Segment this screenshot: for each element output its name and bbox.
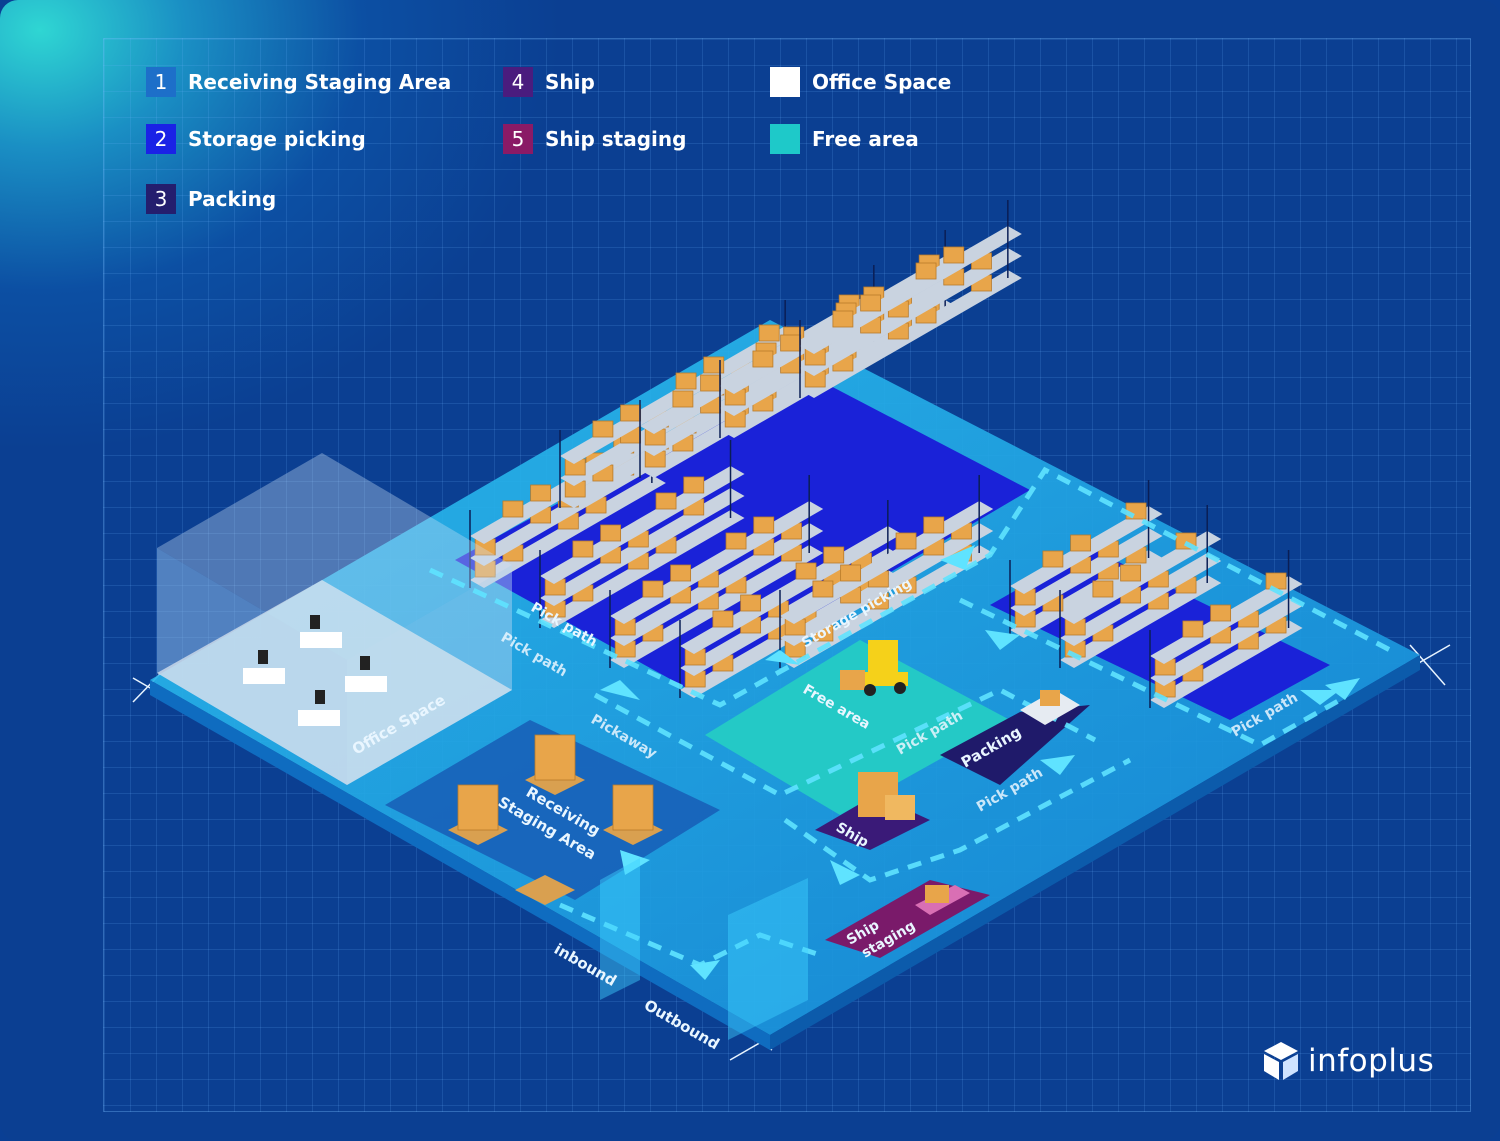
storage-box [655, 492, 677, 510]
storage-box [753, 516, 775, 534]
storage-box [600, 524, 622, 542]
legend-label: Storage picking [188, 127, 366, 151]
storage-box [1265, 572, 1287, 590]
rack-shelf [1150, 620, 1303, 708]
legend-item-receiving: 1 Receiving Staging Area [146, 67, 451, 97]
storage-box [672, 390, 694, 408]
ship-staging-cart [915, 885, 970, 915]
legend-number: 5 [511, 127, 525, 151]
storage-racks [469, 200, 1303, 708]
storage-box [812, 580, 834, 598]
legend-item-free-area: Free area [770, 124, 919, 154]
pallet-box-stack [457, 784, 499, 831]
legend-swatch [770, 67, 800, 97]
storage-box [1120, 564, 1142, 582]
packing-table [1020, 690, 1080, 725]
storage-box [923, 516, 945, 534]
legend-item-ship: 4 Ship [503, 67, 595, 97]
storage-box [703, 356, 725, 374]
storage-box [840, 564, 862, 582]
dock-doors [600, 858, 808, 1040]
rack-shelf [680, 526, 902, 654]
brand-name: infoplus [1308, 1043, 1435, 1079]
storage-box [670, 564, 692, 582]
legend-number: 4 [511, 70, 525, 94]
rack-shelf [800, 248, 1022, 376]
storage-box [1182, 620, 1204, 638]
infoplus-logo: infoplus [1262, 1040, 1434, 1082]
storage-box [860, 294, 882, 312]
storage-box [1210, 604, 1232, 622]
storage-box [700, 374, 722, 392]
storage-box [823, 546, 845, 564]
ship-boxes [858, 772, 915, 820]
legend-number: 3 [154, 187, 168, 211]
pallet-box-stack [534, 734, 576, 781]
storage-box [943, 246, 965, 264]
storage-zone-main [455, 370, 1030, 690]
storage-box [572, 540, 594, 558]
rack-shelf [800, 226, 1022, 354]
storage-box [915, 262, 937, 280]
storage-box [712, 610, 734, 628]
free-area-zone [705, 640, 1010, 815]
legend-item-storage-picking: 2 Storage picking [146, 124, 366, 154]
legend-swatch: 5 [503, 124, 533, 154]
storage-box [725, 532, 747, 550]
legend-label: Ship staging [545, 127, 687, 151]
rack-shelf [1060, 575, 1222, 668]
legend-label: Office Space [812, 70, 952, 94]
legend-item-ship-staging: 5 Ship staging [503, 124, 686, 154]
cube-logo-icon [1264, 1042, 1298, 1080]
legend-label: Free area [812, 127, 919, 151]
storage-box [795, 562, 817, 580]
storage-box [895, 532, 917, 550]
legend-item-office-space: Office Space [770, 67, 951, 97]
flow-arrows [600, 545, 1360, 980]
legend-label: Receiving Staging Area [188, 70, 452, 94]
storage-box [1092, 580, 1114, 598]
storage-box [642, 580, 664, 598]
legend-number: 2 [154, 127, 168, 151]
packing-zone [940, 705, 1090, 785]
office-desks [243, 615, 387, 726]
storage-box [592, 420, 614, 438]
storage-box [530, 484, 552, 502]
rack-shelf [800, 270, 1022, 398]
storage-box [740, 594, 762, 612]
storage-box [620, 404, 642, 422]
forklift [840, 640, 908, 696]
storage-box [1042, 550, 1064, 568]
storage-box [752, 350, 774, 368]
legend-item-packing: 3 Packing [146, 184, 276, 214]
pallet-box-stack [612, 784, 654, 831]
storage-box [683, 476, 705, 494]
storage-box [832, 310, 854, 328]
legend-swatch: 4 [503, 67, 533, 97]
legend-swatch: 1 [146, 67, 176, 97]
storage-box [780, 334, 802, 352]
legend-number: 1 [154, 70, 168, 94]
legend-label: Ship [545, 70, 595, 94]
legend-label: Packing [188, 187, 277, 211]
receiving-pallets [448, 734, 663, 905]
storage-box [758, 324, 780, 342]
storage-zone-right [990, 548, 1330, 720]
storage-box [675, 372, 697, 390]
legend-swatch [770, 124, 800, 154]
storage-box [502, 500, 524, 518]
pallet [515, 875, 575, 905]
receiving-zone [385, 720, 720, 900]
legend-swatch: 3 [146, 184, 176, 214]
legend-swatch: 2 [146, 124, 176, 154]
storage-box [1070, 534, 1092, 552]
office-space-room [157, 453, 512, 785]
